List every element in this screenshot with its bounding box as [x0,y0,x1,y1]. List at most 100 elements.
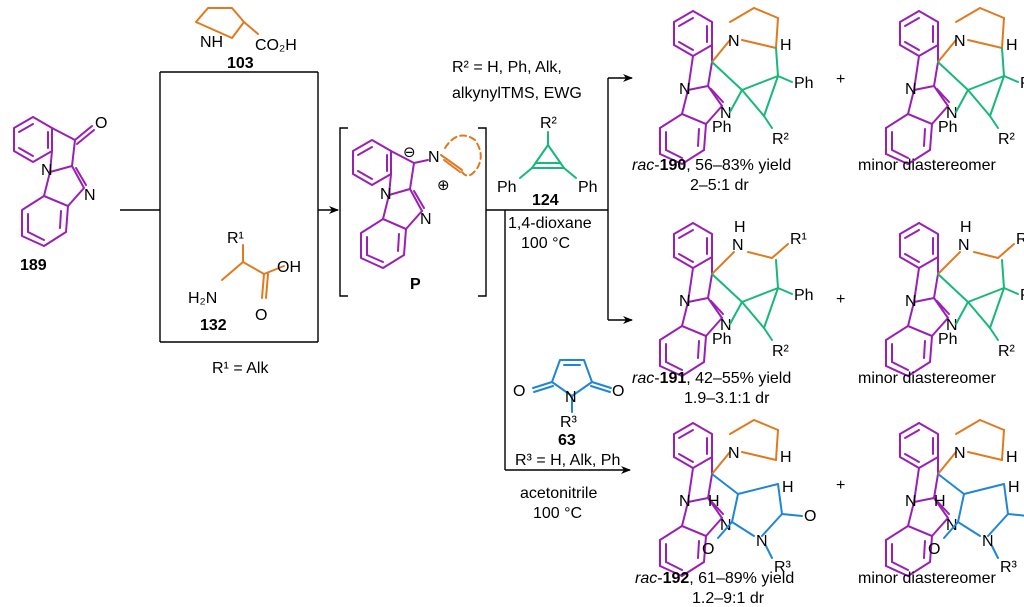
c63-oxygen-right: O [612,383,624,400]
c191-prefix: rac [632,370,654,387]
amine-h: H [960,219,972,236]
ring-fusion-h: H [1006,37,1018,54]
compound-132: R¹ H₂N OH O 132 [188,230,301,334]
c192-yield: , 61–89% yield [689,570,794,587]
c192-label: 192 [663,570,690,587]
c63-label: 63 [558,432,576,449]
c192-prefix: rac [635,570,657,587]
succinimide-nitrogen: N [756,533,768,550]
P-minus-charge: ⊖ [403,144,416,161]
c63-r3: R³ [560,414,578,431]
c192-caption: rac-192, 61–89% yield [635,570,794,587]
P-label: P [410,276,421,293]
c63-nitrogen: N [565,389,577,406]
P-iminium-nitrogen: N [428,149,440,166]
succinimide-nitrogen: N [982,533,994,550]
products: NNNHPhPhR²NNNHPhPhR²NNNHR¹PhPhR²NNNHR¹Ph… [659,7,1024,577]
c63-oxygen-left: O [513,383,525,400]
imidazole-nitrogen: N [946,517,958,534]
cyclopropane-r2: R² [998,343,1016,360]
c190-label: 190 [660,157,687,174]
solvent-acetonitrile: acetonitrile [520,485,597,502]
amine-r1: R¹ [790,231,807,248]
compound-63-skeleton [532,359,612,413]
c191-dr: 1.9–3.1:1 dr [684,390,770,407]
imidazole-bridge-nitrogen: N [905,293,917,310]
plus-sign-3: + [836,477,845,494]
succinimide-h-2: H [1008,479,1020,496]
imidazole-nitrogen: N [720,317,732,334]
c190-prefix: rac [632,157,654,174]
compound-63: O O N R³ 63 [513,359,624,449]
cyclopropane-phenyl-1: Ph [1020,287,1024,304]
imidazole-nitrogen: N [946,317,958,334]
succinimide-r3: R³ [774,559,792,576]
c191-yield: , 42–55% yield [686,370,791,387]
cyclopropane-phenyl-1: Ph [794,287,814,304]
intermediate-P-skeleton [352,139,429,269]
compound-124: R² Ph Ph 124 [497,115,598,209]
cyclopropane-phenyl-1: Ph [1020,75,1024,92]
imidazole-bridge-nitrogen: N [905,81,917,98]
imidazole-nitrogen: N [946,105,958,122]
P-nitrogen: N [420,211,432,228]
minor-diastereomer-2: minor diastereomer [858,370,997,387]
cyclopropane-phenyl-2: Ph [712,331,732,348]
temperature-1: 100 °C [521,235,570,252]
temperature-2: 100 °C [533,505,582,522]
r1-definition: R¹ = Alk [212,360,269,377]
c190-dr: 2–5:1 dr [690,177,749,194]
c124-ph-left: Ph [497,179,517,196]
imidazole-nitrogen: N [720,105,732,122]
c124-label: 124 [532,192,559,209]
compound-103: NH CO₂H 103 [195,7,297,72]
compound-103-skeleton [195,7,259,39]
c192-dr: 1.2–9:1 dr [692,590,765,607]
c189-oxygen: O [95,115,107,132]
intermediate-P-ylide [440,134,482,177]
ring-fusion-h: H [780,37,792,54]
c132-h2n: H₂N [188,290,217,307]
c124-r2: R² [540,115,558,132]
succinimide-oxygen-left: O [702,541,714,558]
plus-sign-2: + [836,291,845,308]
c132-label: 132 [200,317,227,334]
succinimide-r3: R³ [1000,559,1018,576]
c191-caption: rac-191, 42–55% yield [632,370,791,387]
reagent-frame [120,71,339,343]
c103-nh: NH [200,34,223,51]
cyclopropane-phenyl-2: Ph [938,119,958,136]
pyrrolidine-nitrogen: N [728,33,740,50]
succinimide-h: H [708,493,720,510]
cyclopropane-r2: R² [772,131,790,148]
c103-label: 103 [227,55,254,72]
cyclopropane-r2: R² [998,131,1016,148]
pyrrolidine-nitrogen: N [954,33,966,50]
compound-132-skeleton [221,244,285,299]
cyclopropane-phenyl-1: Ph [794,75,814,92]
c189-nitrogen-bridge: N [41,162,53,179]
cyclopropane-phenyl-2: Ph [712,119,732,136]
amine-r1: R¹ [1016,231,1024,248]
ring-fusion-h: H [1006,449,1018,466]
r2-definition-line1: R² = H, Ph, Alk, [452,59,562,76]
c103-acid: CO₂H [255,37,297,54]
ring-fusion-h: H [780,449,792,466]
amine-h: H [734,219,746,236]
succinimide-oxygen-left: O [928,541,940,558]
cyclopropane-phenyl-2: Ph [938,331,958,348]
compound-189-skeleton [13,116,95,247]
pyrrolidine-nitrogen: N [728,445,740,462]
minor-diastereomer-1: minor diastereomer [858,157,997,174]
reaction-arrows [486,74,633,474]
c190-yield: , 56–83% yield [686,157,791,174]
cyclopropane-r2: R² [772,343,790,360]
imidazole-bridge-nitrogen: N [679,493,691,510]
r3-definition: R³ = H, Alk, Ph [515,452,620,469]
